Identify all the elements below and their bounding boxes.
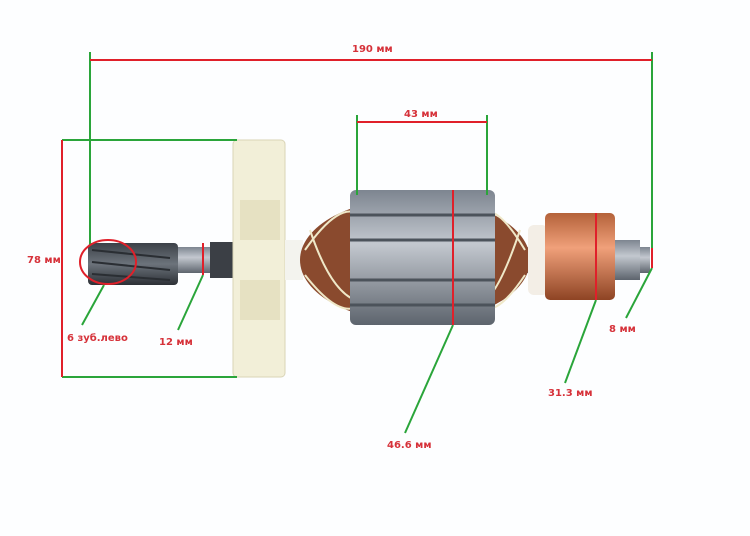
overall-length-label: 190 мм [352,44,393,55]
shaft-end-diameter-label: 8 мм [609,324,636,335]
fan-diameter-label: 78 мм [27,255,61,266]
core-length-label: 43 мм [404,109,438,120]
core-diameter-label: 46.6 мм [387,440,432,451]
lamination-core [350,190,495,325]
pinion-highlight-circle [79,239,137,285]
commutator [545,213,615,300]
fan [232,139,286,378]
pinion-label: 6 зуб.лево [67,333,128,344]
shaft-drive-diameter-label: 12 мм [159,337,193,348]
commutator-diameter-label: 31.3 мм [548,388,593,399]
